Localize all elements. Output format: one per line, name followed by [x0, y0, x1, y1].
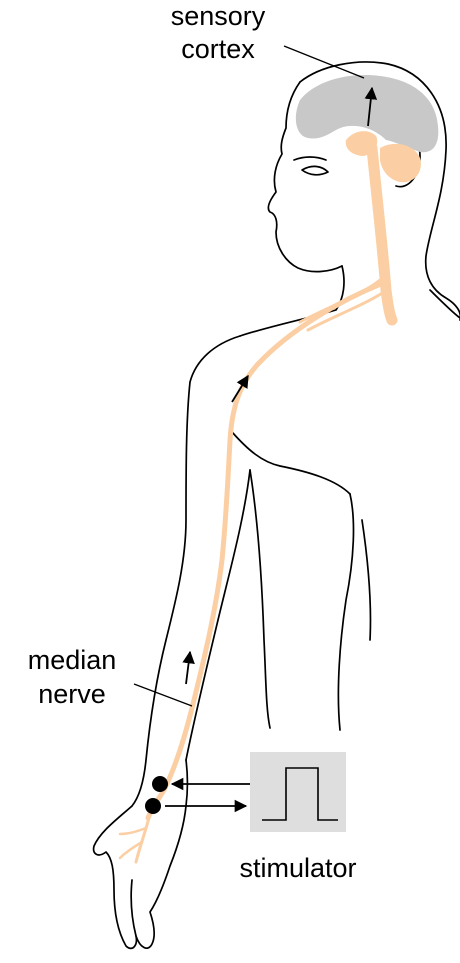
stimulator: stimulator — [239, 752, 356, 883]
label-sensory: sensory — [171, 1, 266, 31]
label-cortex: cortex — [181, 34, 255, 64]
label-stimulator: stimulator — [239, 853, 356, 883]
label-nerve: nerve — [38, 679, 106, 709]
leader-median-nerve — [134, 684, 192, 706]
arrow-forearm — [186, 652, 190, 684]
label-median: median — [28, 645, 117, 675]
electrode-lower — [145, 798, 161, 814]
electrode-upper — [152, 776, 168, 792]
signal-direction-arrows — [186, 88, 372, 684]
